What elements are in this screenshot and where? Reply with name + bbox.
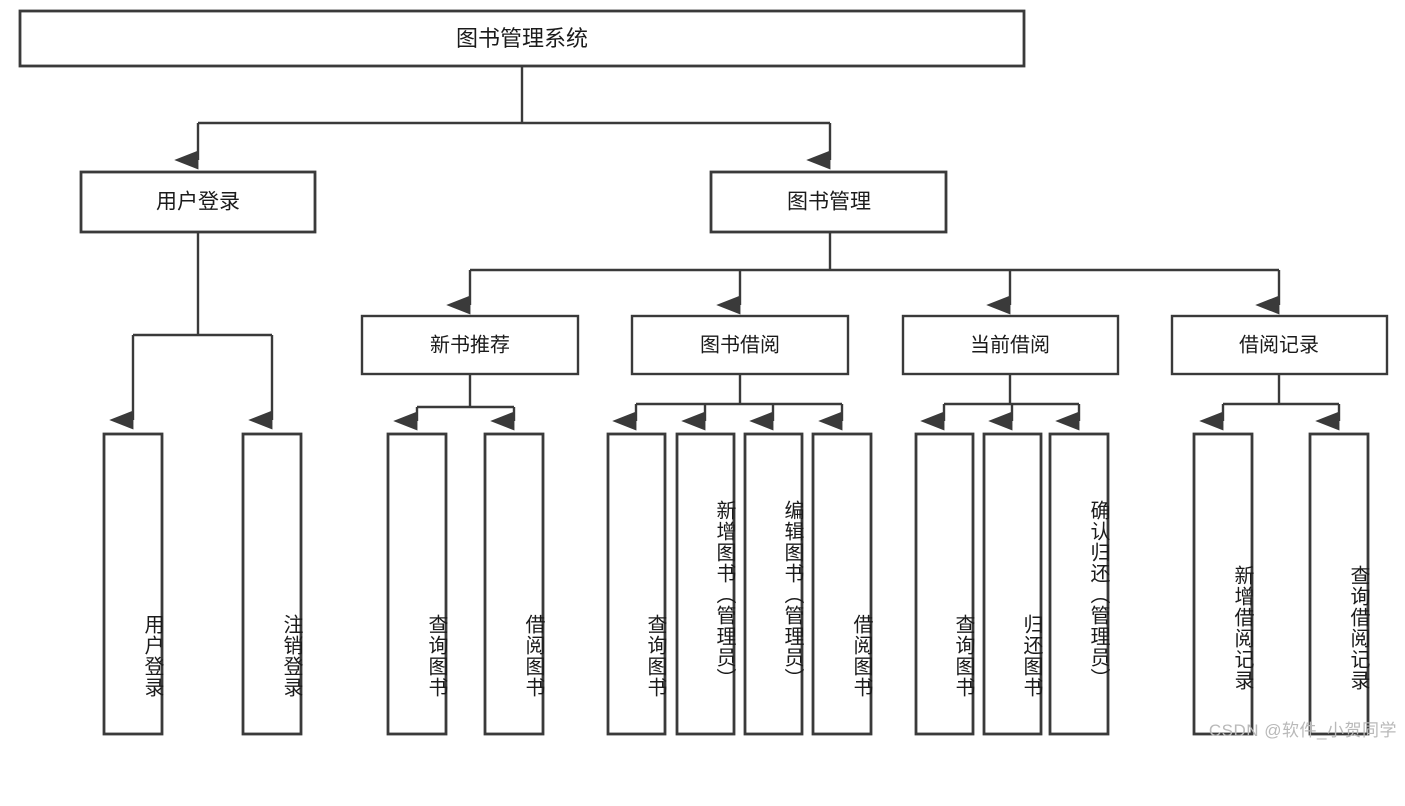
connector-group-user-login — [109, 232, 274, 430]
connector-group-book-borrow — [612, 374, 844, 431]
current-borrow-box[interactable] — [901, 314, 1120, 376]
connector-group-book-manage — [446, 232, 1281, 315]
leaf-box-add-book[interactable] — [675, 432, 736, 736]
leaf-box-user-login[interactable] — [102, 432, 164, 736]
node-book-manage[interactable]: 图书管理 — [709, 170, 948, 234]
leaf-box-logout[interactable] — [241, 432, 303, 736]
leaf-box-add-record[interactable] — [1192, 432, 1254, 736]
new-book-recommend-box[interactable] — [360, 314, 580, 376]
leaf-box-borrow-book-1[interactable] — [483, 432, 545, 736]
root-label: 图书管理系统 — [456, 26, 588, 51]
connector-group-current-borrow — [920, 374, 1081, 431]
book-manage-box[interactable] — [709, 170, 948, 234]
leaf-boxes — [102, 432, 1370, 736]
leaf-box-query-book-3[interactable] — [914, 432, 975, 736]
root-box[interactable] — [18, 9, 1026, 68]
node-new-book-recommend[interactable]: 新书推荐 — [360, 314, 580, 376]
user-login-label: 用户登录 — [156, 191, 240, 214]
leaf-box-query-book-1[interactable] — [386, 432, 448, 736]
book-manage-label: 图书管理 — [787, 191, 871, 214]
node-borrow-record[interactable]: 借阅记录 — [1170, 314, 1389, 376]
csdn-watermark: CSDN @软件_小贺同学 — [1208, 721, 1397, 740]
connector-group-root — [174, 66, 832, 170]
leaf-box-query-book-2[interactable] — [606, 432, 667, 736]
node-book-borrow[interactable]: 图书借阅 — [630, 314, 850, 376]
borrow-record-box[interactable] — [1170, 314, 1389, 376]
user-login-box[interactable] — [79, 170, 317, 234]
connector-group-borrow-record — [1199, 374, 1341, 431]
leaf-box-edit-book[interactable] — [743, 432, 804, 736]
leaf-box-return-book[interactable] — [982, 432, 1043, 736]
node-current-borrow[interactable]: 当前借阅 — [901, 314, 1120, 376]
node-user-login[interactable]: 用户登录 — [79, 170, 317, 234]
leaf-box-query-record[interactable] — [1308, 432, 1370, 736]
connector-group-new-book-recommend — [393, 374, 516, 431]
current-borrow-label: 当前借阅 — [970, 333, 1050, 356]
borrow-record-label: 借阅记录 — [1239, 333, 1319, 356]
diagram-canvas: 图书管理系统 用户登录 图书管理 新书推荐 图书借阅 当前借阅 借阅记录 — [18, 9, 1397, 740]
new-book-recommend-label: 新书推荐 — [430, 333, 510, 356]
book-borrow-label: 图书借阅 — [700, 333, 780, 356]
leaf-box-borrow-book-2[interactable] — [811, 432, 873, 736]
leaf-box-confirm-return[interactable] — [1048, 432, 1110, 736]
book-borrow-box[interactable] — [630, 314, 850, 376]
node-root[interactable]: 图书管理系统 — [18, 9, 1026, 68]
hierarchy-diagram: 图书管理系统 用户登录 图书管理 新书推荐 图书借阅 当前借阅 借阅记录 — [18, 9, 1389, 736]
